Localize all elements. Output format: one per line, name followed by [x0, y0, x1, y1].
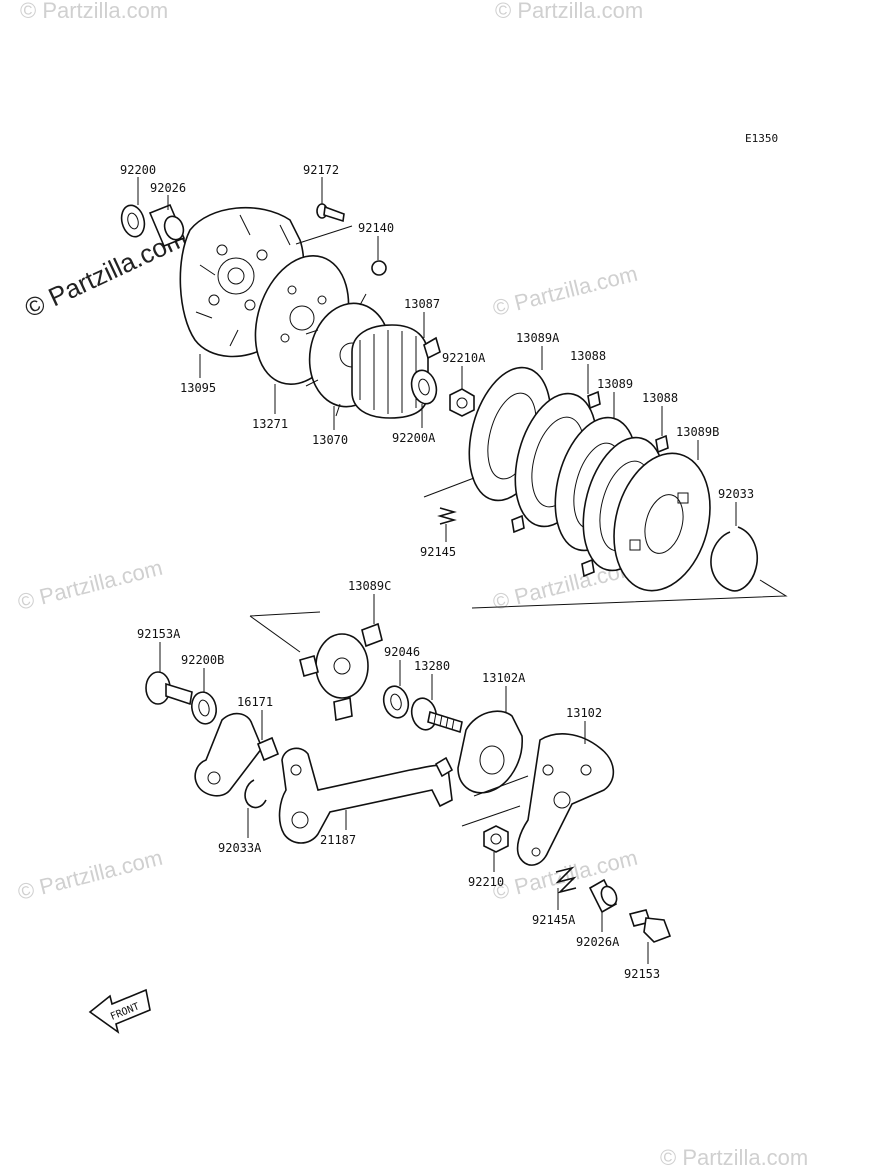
part-92153A-bolt[interactable] — [145, 671, 193, 706]
label-92210A[interactable]: 92210A — [442, 351, 486, 365]
label-92153A[interactable]: 92153A — [137, 627, 181, 641]
label-16171[interactable]: 16171 — [237, 695, 273, 709]
watermark: © Partzilla.com — [20, 0, 168, 23]
label-13089[interactable]: 13089 — [597, 377, 633, 391]
label-92140[interactable]: 92140 — [358, 221, 394, 235]
label-92026[interactable]: 92026 — [150, 181, 186, 195]
part-92145A-spring[interactable] — [555, 866, 577, 894]
part-92140-ball[interactable] — [371, 260, 387, 276]
part-92033-circlip[interactable] — [710, 526, 758, 592]
watermark: © Partzilla.com — [15, 845, 165, 905]
part-13102-bracket[interactable] — [516, 733, 615, 866]
label-92153[interactable]: 92153 — [624, 967, 660, 981]
part-13280-adjuster[interactable] — [408, 695, 463, 734]
front-arrow-icon: FRONT — [88, 988, 151, 1034]
part-92210-nut[interactable] — [483, 825, 509, 853]
label-13102A[interactable]: 13102A — [482, 671, 526, 685]
diagram-code: E1350 — [745, 132, 778, 145]
part-92172-screw[interactable] — [316, 203, 345, 223]
part-92200-washer[interactable] — [118, 203, 148, 240]
watermark: © Partzilla.com — [495, 0, 643, 23]
label-92145A[interactable]: 92145A — [532, 913, 576, 927]
label-13088[interactable]: 13088 — [570, 349, 606, 363]
label-92145[interactable]: 92145 — [420, 545, 456, 559]
label-92210[interactable]: 92210 — [468, 875, 504, 889]
label-13089C[interactable]: 13089C — [348, 579, 391, 593]
label-13070[interactable]: 13070 — [312, 433, 348, 447]
watermark: © Partzilla.com — [660, 1145, 808, 1170]
label-13089A[interactable]: 13089A — [516, 331, 560, 345]
watermark: © Partzilla.com — [490, 261, 640, 321]
label-92026A[interactable]: 92026A — [576, 935, 620, 949]
part-13089C-lifter[interactable] — [299, 622, 383, 721]
part-92153-bolt[interactable] — [628, 909, 672, 943]
part-92210A-nut[interactable] — [449, 388, 475, 417]
part-21187-release-lever[interactable] — [278, 747, 454, 844]
label-13102[interactable]: 13102 — [566, 706, 602, 720]
part-92046-washer[interactable] — [380, 683, 411, 720]
label-13280[interactable]: 13280 — [414, 659, 450, 673]
label-13088b[interactable]: 13088 — [642, 391, 678, 405]
label-92172[interactable]: 92172 — [303, 163, 339, 177]
part-labels: 92200 92026 92172 92140 13087 13095 1327… — [120, 163, 754, 981]
part-92200B-washer[interactable] — [189, 690, 219, 726]
part-13102A-cam[interactable] — [457, 710, 523, 794]
label-13087[interactable]: 13087 — [404, 297, 440, 311]
part-92200A-washer[interactable] — [408, 367, 440, 406]
label-21187[interactable]: 21187 — [320, 833, 356, 847]
part-92026A-collar[interactable] — [588, 878, 620, 914]
label-92046[interactable]: 92046 — [384, 645, 420, 659]
watermark: © Partzilla.com — [15, 555, 165, 615]
part-92145-spring[interactable] — [437, 507, 457, 525]
label-13095[interactable]: 13095 — [180, 381, 216, 395]
part-92033A-clip[interactable] — [244, 779, 267, 809]
label-92200A[interactable]: 92200A — [392, 431, 436, 445]
label-13089B[interactable]: 13089B — [676, 425, 719, 439]
part-16171-lever-arm[interactable] — [194, 712, 280, 797]
label-92033A[interactable]: 92033A — [218, 841, 262, 855]
label-92033[interactable]: 92033 — [718, 487, 754, 501]
label-13271[interactable]: 13271 — [252, 417, 288, 431]
part-13089B-pressure-plate[interactable] — [599, 442, 724, 601]
label-92200B[interactable]: 92200B — [181, 653, 224, 667]
label-92200[interactable]: 92200 — [120, 163, 156, 177]
part-92026-sleeve[interactable] — [148, 203, 187, 248]
